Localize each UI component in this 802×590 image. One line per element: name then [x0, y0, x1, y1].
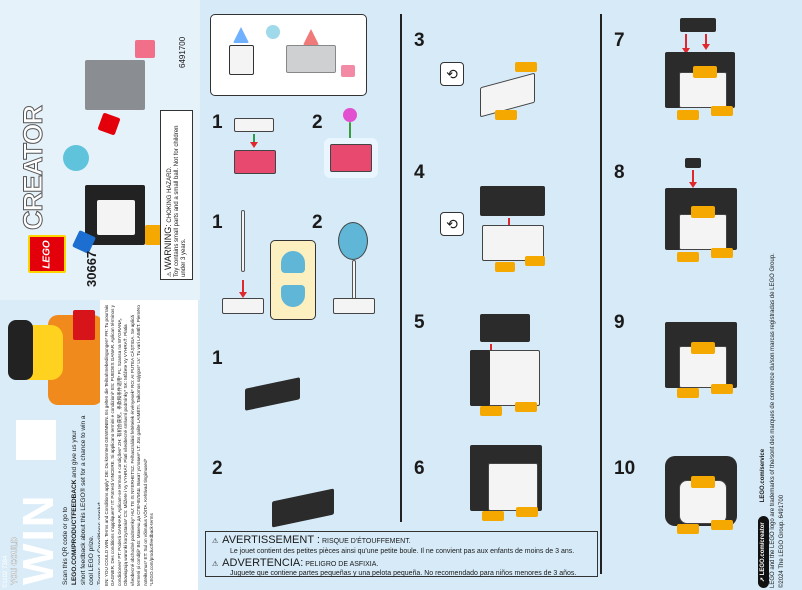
step-number: 1 [212, 112, 223, 133]
terms-link[interactable]: *LEGO.com/productfeedback-terms [148, 513, 154, 586]
arrow-icon [239, 280, 247, 298]
set-number: 30667 [84, 250, 99, 287]
qr-code[interactable] [16, 420, 56, 460]
white-plate-image [222, 298, 264, 314]
multilingual-terms-area: EN: YOU COULD WIN. Terms and Conditions … [100, 300, 198, 590]
black-brick-image [480, 314, 530, 342]
step-number: 1 [212, 212, 223, 233]
step-number: 6 [414, 458, 425, 479]
step-number: 2 [212, 458, 223, 479]
black-tile-image [685, 158, 701, 168]
step-number: 9 [614, 312, 625, 333]
arrow-icon [702, 34, 710, 50]
penguin-model-image [470, 445, 545, 525]
item-number: 6491700 [178, 36, 187, 68]
warning-icon: ⚠ [212, 538, 219, 545]
step-number: 1 [212, 348, 223, 369]
step-number: 2 [312, 112, 323, 133]
white-plate-image [234, 118, 274, 132]
service-link[interactable]: LEGO.com/service [760, 448, 766, 503]
black-brick-image [480, 186, 545, 216]
choking-warning-box: ⚠ WARNING: CHOKING HAZARD. Toy contains … [160, 110, 193, 280]
balloon-image [338, 222, 368, 260]
step-number: 8 [614, 162, 625, 183]
choking-hazard-warning: ⚠ AVERTISSEMENT : RISQUE D'ÉTOUFFEMENT. … [205, 531, 598, 577]
callout-finished-models [210, 14, 367, 96]
yellow-feet-image [515, 62, 537, 72]
promo-code: ©1102 7384 [3, 555, 9, 588]
bar-image [241, 210, 245, 272]
penguin-body-image [482, 225, 544, 261]
rotate-model-icon: ⟲ [440, 62, 464, 86]
arrow-icon [682, 34, 690, 54]
black-plate-image [245, 377, 300, 411]
feedback-link[interactable]: LEGO.COM/PRODUCTFEEDBACK [70, 479, 78, 585]
penguin-model-image [470, 350, 545, 420]
flower-image [343, 108, 357, 122]
penguin-model-image [665, 188, 745, 268]
column-divider [600, 14, 602, 574]
step-number: 2 [312, 212, 323, 233]
rotate-model-icon: ⟲ [440, 212, 464, 236]
creator-logo: CREATOR [18, 105, 49, 230]
callout-balloon [270, 240, 316, 320]
arrow-icon [689, 170, 697, 188]
black-plate-image [272, 488, 334, 528]
pink-cake-image [330, 144, 372, 172]
arrow-icon: ➚ [760, 576, 766, 582]
penguin-model-image [665, 322, 745, 402]
black-tile-image [680, 18, 716, 32]
minifigure-image [8, 305, 103, 410]
step-number: 10 [614, 458, 636, 479]
footer-legal: ➚ LEGO.com/creator LEGO.com/service LEGO… [758, 253, 785, 588]
step-number: 3 [414, 30, 425, 51]
step-number: 5 [414, 312, 425, 333]
warning-icon: ⚠ [167, 271, 173, 277]
cover-model-image [63, 35, 165, 275]
penguin-model-image [665, 456, 745, 536]
creator-link[interactable]: ➚ LEGO.com/creator [758, 516, 769, 588]
step-number: 4 [414, 162, 425, 183]
lego-logo: LEGO [28, 235, 66, 273]
penguin-model-image [665, 52, 745, 122]
arrow-icon [250, 134, 258, 148]
pink-brick-image [234, 150, 276, 174]
theme-title: CREATOR [18, 105, 49, 230]
warning-icon: ⚠ [212, 560, 219, 568]
column-divider [400, 14, 402, 522]
multilingual-terms: EN: YOU COULD WIN. Terms and Conditions … [104, 304, 148, 586]
step-number: 7 [614, 30, 625, 51]
